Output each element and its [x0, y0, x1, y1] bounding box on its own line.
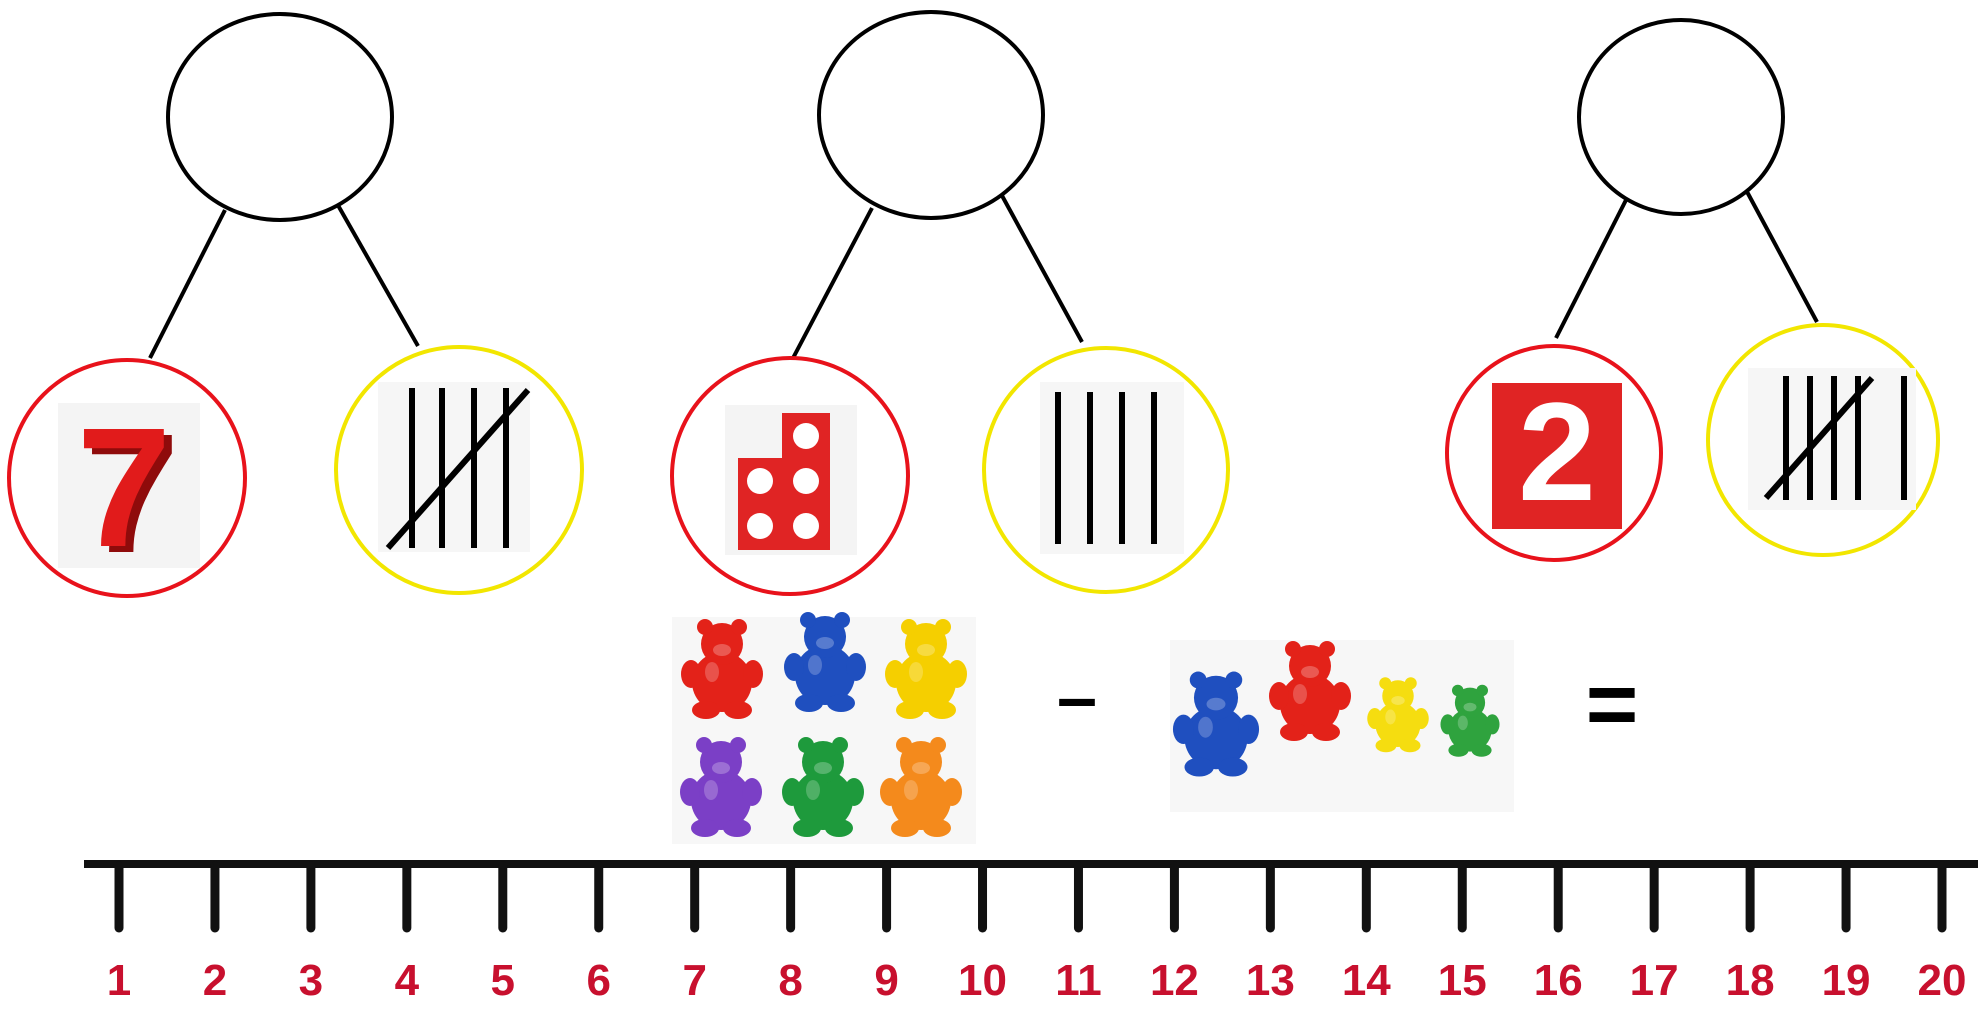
- bear-counter: [880, 737, 962, 837]
- bear-counter: [784, 612, 866, 712]
- number-line-label: 19: [1822, 956, 1871, 1005]
- number-line-label: 17: [1630, 956, 1679, 1005]
- bear-counter: [1440, 684, 1500, 757]
- bear-counter: [681, 619, 763, 719]
- counting-bears-icon: [1172, 641, 1500, 777]
- number-line-label: 4: [395, 956, 420, 1005]
- bear-counter: [1367, 677, 1429, 753]
- number-line-label: 7: [682, 956, 706, 1005]
- bear-counter: [1269, 641, 1351, 741]
- whole-circle[interactable]: [817, 10, 1045, 220]
- number-line-label: 15: [1438, 956, 1487, 1005]
- branch-line: [333, 199, 420, 347]
- part-whole-model-2: [670, 10, 1230, 596]
- number-line-label: 20: [1918, 956, 1967, 1005]
- number-line-label: 1: [107, 956, 131, 1005]
- bear-counter: [1172, 671, 1260, 777]
- branch-line: [148, 209, 227, 359]
- tally-marks-icon: [378, 382, 531, 552]
- whole-circle[interactable]: [166, 12, 394, 222]
- branch-line: [1743, 187, 1819, 323]
- number-line-label: 14: [1342, 956, 1391, 1005]
- number-line-label: 3: [299, 956, 323, 1005]
- equals-sign: =: [1586, 655, 1639, 755]
- branch-line: [790, 207, 874, 361]
- branch-line: [998, 191, 1084, 343]
- number-line-label: 5: [491, 956, 515, 1005]
- number-line-label: 13: [1246, 956, 1295, 1005]
- subtraction-sentence: – =: [672, 612, 1638, 844]
- numicon-five-icon: [725, 405, 857, 555]
- number-line-label: 8: [778, 956, 802, 1005]
- number-line-label: 9: [874, 956, 898, 1005]
- 3d-numeral-icon: 7 7: [58, 393, 200, 589]
- number-line-label: 6: [586, 956, 610, 1005]
- number-line-ticks: [114, 861, 1947, 933]
- numeral-two: 2: [1518, 373, 1596, 530]
- numeral-seven: 7: [77, 393, 172, 583]
- part-whole-model-1: 7 7: [7, 12, 584, 598]
- number-line-label: 2: [203, 956, 227, 1005]
- svg-text:7: 7: [85, 399, 180, 589]
- bear-counter: [782, 737, 864, 837]
- number-line-label: 18: [1726, 956, 1775, 1005]
- number-line-label: 10: [958, 956, 1007, 1005]
- number-line-label: 16: [1534, 956, 1583, 1005]
- part-whole-model-3: 2: [1445, 18, 1940, 562]
- bear-counter: [885, 619, 967, 719]
- whole-circle[interactable]: [1577, 18, 1785, 216]
- number-tile-icon: 2: [1492, 373, 1622, 530]
- bear-counter: [680, 737, 762, 837]
- tally-marks-icon: [1748, 368, 1916, 510]
- number-line-label: 12: [1150, 956, 1199, 1005]
- branch-line: [1554, 199, 1628, 339]
- counting-bears-icon: [680, 612, 967, 837]
- minus-sign: –: [1057, 658, 1097, 738]
- number-line-label: 11: [1055, 956, 1102, 1005]
- tally-marks-icon: [1040, 382, 1184, 554]
